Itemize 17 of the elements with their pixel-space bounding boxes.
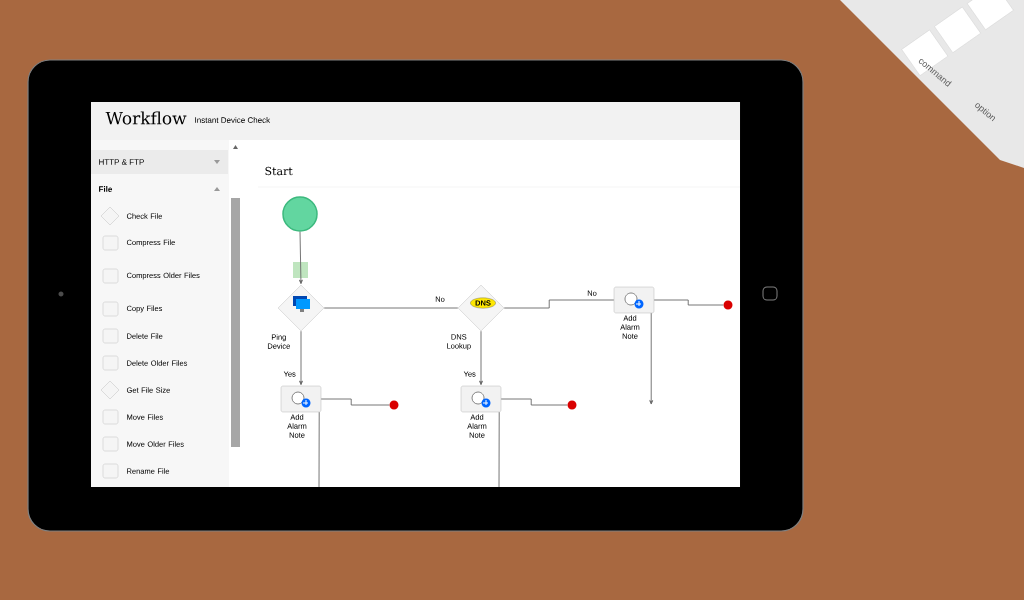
start-circle bbox=[282, 196, 318, 232]
category-row: File bbox=[99, 186, 220, 192]
connector bbox=[299, 231, 303, 285]
connector bbox=[500, 398, 568, 406]
category-row: HTTP & FTP bbox=[91, 150, 228, 174]
connector bbox=[498, 411, 500, 488]
connector bbox=[318, 411, 320, 488]
connector bbox=[323, 307, 459, 309]
connector bbox=[299, 330, 303, 386]
page-subtitle: Instant Device Check bbox=[195, 117, 271, 123]
connector bbox=[653, 299, 724, 306]
connector bbox=[320, 398, 390, 406]
connector bbox=[649, 312, 654, 405]
connector bbox=[479, 330, 483, 386]
page-title: Workflow bbox=[105, 111, 187, 125]
canvas-heading: Start bbox=[265, 166, 293, 176]
connector bbox=[503, 299, 615, 309]
